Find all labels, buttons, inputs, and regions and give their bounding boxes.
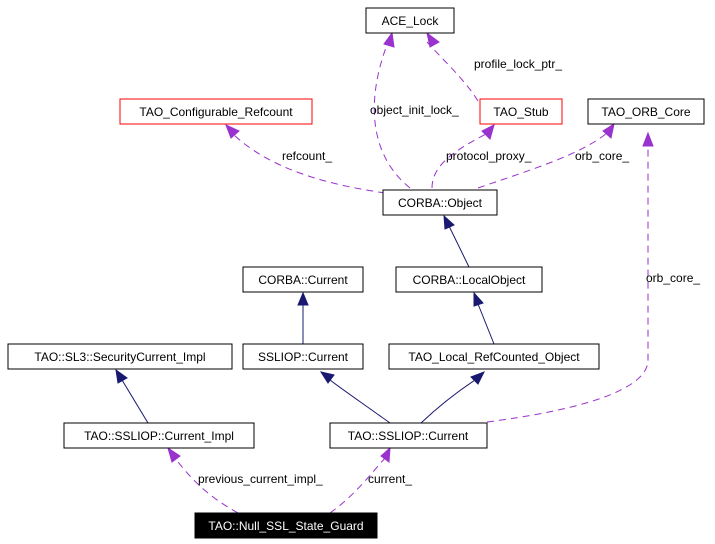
edge-tao-ssliop-current-to-ssliop-current [329, 379, 391, 424]
node-tao-local-refcounted-object[interactable]: TAO_Local_RefCounted_Object [388, 343, 600, 370]
node-label-tao-local-refcounted-object: TAO_Local_RefCounted_Object [408, 350, 580, 364]
label-profile-lock-ptr: profile_lock_ptr_ [474, 57, 562, 71]
node-label-ace-lock: ACE_Lock [382, 14, 440, 28]
arrowhead-tao-stub [481, 124, 495, 140]
node-tao-null-ssl-state-guard[interactable]: TAO::Null_SSL_State_Guard [194, 512, 378, 539]
node-tao-stub[interactable]: TAO_Stub [479, 98, 563, 125]
arrowhead-corba-object [443, 214, 455, 230]
label-previous-current-impl: previous_current_impl_ [198, 472, 323, 486]
arrowhead-current-impl [167, 446, 181, 463]
edge-guard-to-ssliop-current [329, 457, 386, 514]
node-label-corba-localobject: CORBA::LocalObject [413, 273, 526, 287]
nodes: ACE_Lock TAO_Configurable_Refcount TAO_S… [7, 7, 705, 539]
node-tao-sl3-securitycurrent-impl[interactable]: TAO::SL3::SecurityCurrent_Impl [7, 343, 233, 370]
edge-tao-stub-to-ace-lock [426, 41, 479, 102]
label-orb-core-current: orb_core_ [646, 271, 700, 285]
node-ssliop-current[interactable]: SSLIOP::Current [242, 343, 364, 370]
node-ace-lock[interactable]: ACE_Lock [365, 7, 455, 34]
arrowhead-ace-lock-profile-lock [426, 31, 440, 48]
node-tao-configurable-refcount[interactable]: TAO_Configurable_Refcount [119, 98, 313, 125]
edge-corba-object-to-tao-stub [431, 132, 489, 189]
node-tao-orb-core[interactable]: TAO_ORB_Core [587, 98, 705, 125]
edge-localobject-to-corba-object [448, 225, 470, 268]
edge-ssliop-current-to-orb-core [486, 145, 649, 423]
edge-corba-object-to-refcount [231, 132, 386, 194]
edge-corba-object-to-orb-core [477, 132, 608, 189]
node-corba-object[interactable]: CORBA::Object [382, 189, 498, 216]
arrowhead-ssliop-current [380, 446, 391, 463]
node-label-corba-object: CORBA::Object [398, 196, 483, 210]
node-label-tao-ssliop-current-impl: TAO::SSLIOP::Current_Impl [84, 429, 234, 443]
edge-current-impl-to-sl3 [121, 379, 149, 424]
node-label-tao-orb-core: TAO_ORB_Core [601, 105, 690, 119]
edge-labels: profile_lock_ptr_ object_init_lock_ refc… [198, 57, 700, 486]
arrowhead-localobject [473, 291, 484, 307]
node-corba-current[interactable]: CORBA::Current [242, 266, 364, 293]
label-orb-core-object: orb_core_ [575, 149, 629, 163]
edge-guard-to-current-impl [174, 457, 239, 514]
arrowhead-orb-core-object [602, 122, 615, 139]
node-tao-ssliop-current-impl[interactable]: TAO::SSLIOP::Current_Impl [63, 422, 255, 449]
edge-refcounted-to-localobject [477, 303, 495, 345]
arrowhead-refcount [225, 124, 240, 139]
arrowhead-orb-core-current [642, 131, 654, 147]
arrowhead-refcounted [470, 371, 486, 385]
label-object-init-lock: object_init_lock_ [370, 103, 459, 117]
label-refcount: refcount_ [282, 149, 332, 163]
node-label-tao-ssliop-current: TAO::SSLIOP::Current [348, 429, 469, 443]
node-tao-ssliop-current[interactable]: TAO::SSLIOP::Current [329, 422, 488, 449]
arrowhead-ace-lock-object-init [383, 31, 395, 48]
label-current: current_ [368, 472, 412, 486]
node-label-tao-stub: TAO_Stub [493, 105, 548, 119]
edges [115, 31, 654, 514]
node-label-tao-sl3-securitycurrent-impl: TAO::SL3::SecurityCurrent_Impl [34, 350, 205, 364]
node-label-tao-null-ssl-state-guard: TAO::Null_SSL_State_Guard [208, 519, 363, 533]
edge-tao-ssliop-current-to-refcounted [420, 379, 476, 424]
arrowhead-ssliop-current-iface [319, 371, 335, 384]
arrowhead-sl3 [115, 368, 128, 384]
node-corba-localobject[interactable]: CORBA::LocalObject [395, 266, 543, 293]
node-label-ssliop-current: SSLIOP::Current [258, 350, 349, 364]
node-label-corba-current: CORBA::Current [258, 273, 348, 287]
edge-corba-object-to-ace-lock [373, 41, 411, 189]
arrowhead-corba-current [297, 291, 309, 306]
label-protocol-proxy: protocol_proxy_ [446, 149, 532, 163]
node-label-tao-configurable-refcount: TAO_Configurable_Refcount [139, 105, 293, 119]
